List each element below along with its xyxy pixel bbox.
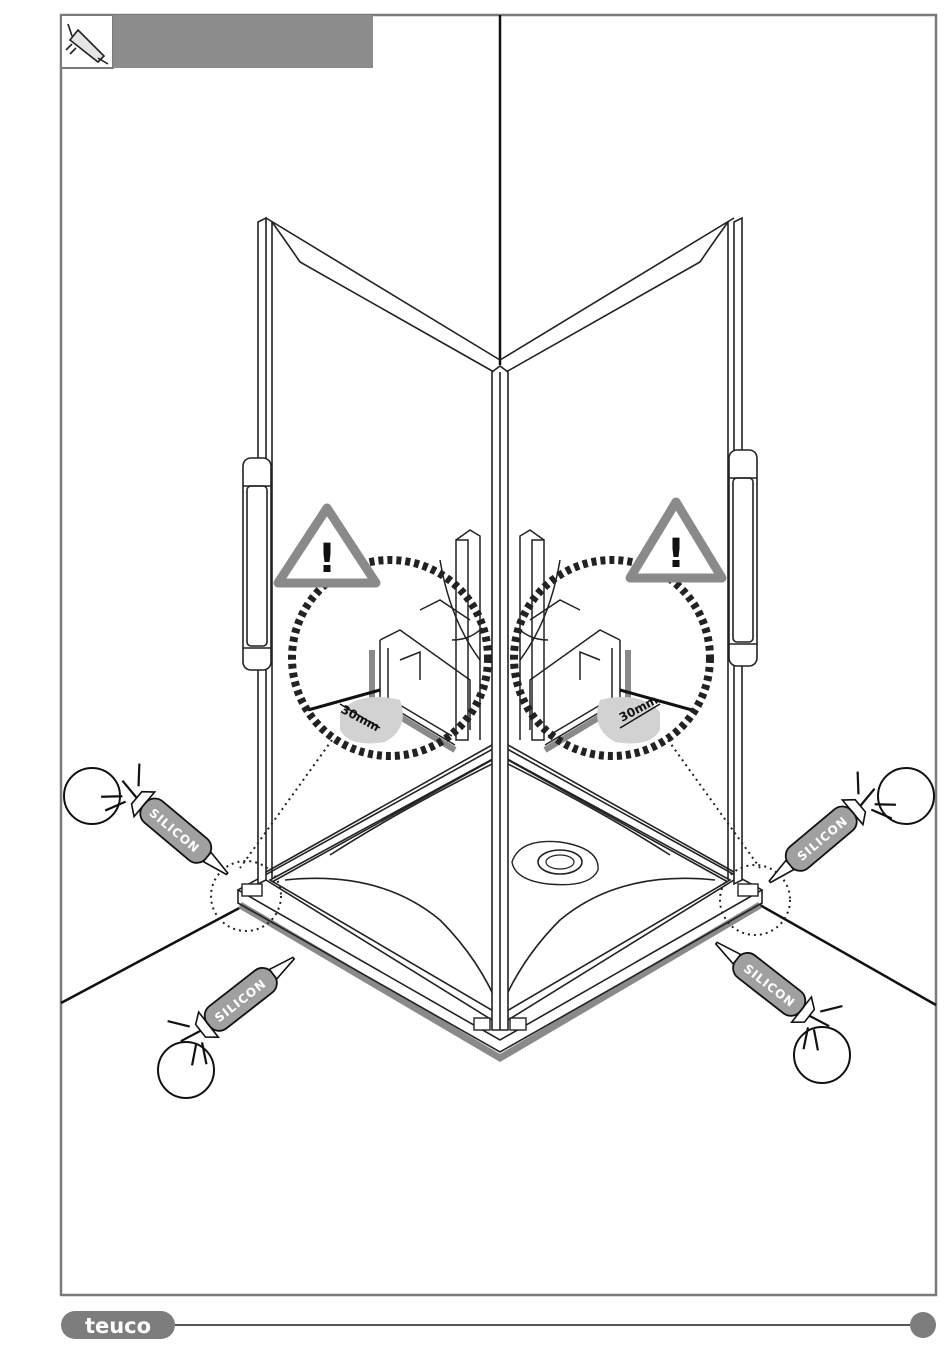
footer: teuco — [61, 1311, 936, 1339]
header-icon-box — [61, 15, 113, 68]
header-title-bar — [113, 15, 373, 68]
warning-glyph-right: ! — [667, 531, 685, 577]
silicone-gun-top-left: SILICON — [96, 758, 245, 896]
step-circle-bottom-left — [158, 1042, 214, 1098]
step-circle-bottom-right — [794, 1027, 850, 1083]
warning-icon-left: ! — [278, 508, 376, 583]
right-handle — [729, 450, 757, 666]
brand-logo: teuco — [85, 1314, 151, 1338]
floor-line-left — [61, 905, 245, 1003]
warning-icon-right: ! — [630, 502, 722, 578]
footer-dot — [910, 1312, 936, 1338]
warning-glyph-left: ! — [318, 536, 336, 582]
left-handle — [243, 458, 271, 670]
